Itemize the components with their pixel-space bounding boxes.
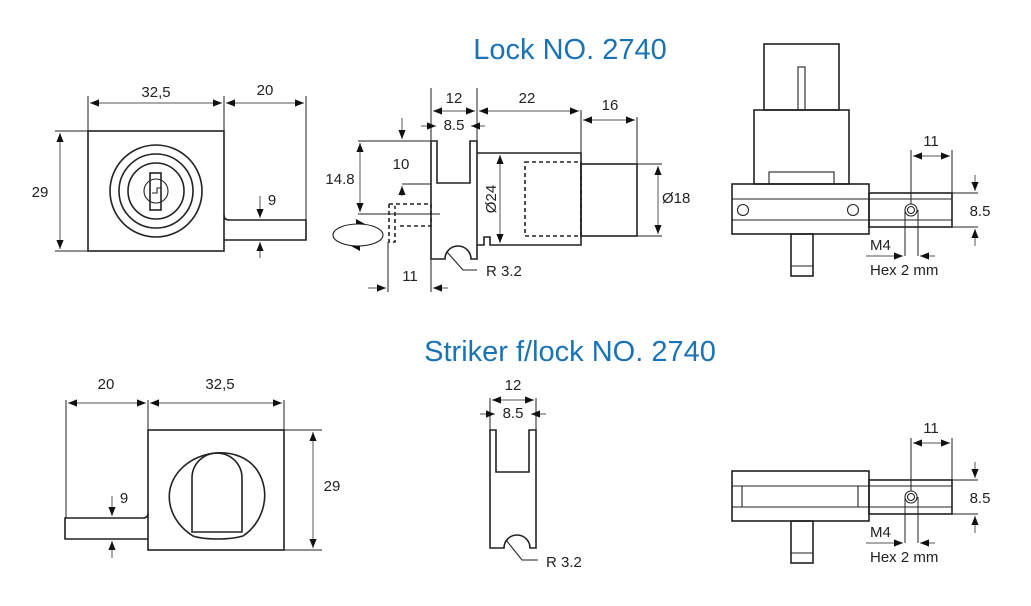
- striker-top-view: 11 8.5 M4 Hex 2 mm: [731, 420, 991, 566]
- radius-label: R 3.2: [486, 263, 522, 280]
- hidden-bolt: [388, 203, 432, 243]
- striker-height-label: 29: [324, 478, 341, 495]
- lock-front-view: 32,5 20 29 9: [32, 82, 307, 258]
- lock-top-view: 11 8.5 M4 Hex 2 mm: [731, 43, 991, 279]
- head-width-label: 12: [446, 90, 463, 107]
- rotation-arrows-icon: [332, 219, 384, 251]
- lock-title: Lock NO. 2740: [473, 34, 666, 66]
- striker-head-width-label: 12: [505, 377, 522, 394]
- body-length-label: 22: [519, 90, 536, 107]
- striker-thickness-label: 9: [120, 490, 128, 507]
- spindle: [790, 233, 814, 277]
- striker-rail-height-label: 8.5: [970, 490, 991, 507]
- screw-size-label: M4: [870, 237, 891, 254]
- striker-tongue: [64, 512, 149, 540]
- striker-hex-size-label: Hex 2 mm: [870, 549, 938, 566]
- bolt-head-outline: [430, 140, 478, 260]
- striker-hole-spacing-label: 11: [923, 420, 939, 437]
- striker-extension-label: 20: [98, 376, 115, 393]
- bolt-thickness-label: 9: [268, 192, 276, 209]
- cylinder-ring-middle: [118, 153, 194, 229]
- body-diameter-label: Ø24: [483, 185, 500, 213]
- bolt-height-label: 14.8: [325, 171, 354, 188]
- slot-depth-label: 10: [393, 156, 410, 173]
- striker-recess-outer: [168, 451, 266, 540]
- striker-spindle: [790, 520, 814, 564]
- cylinder-ring-outer: [109, 144, 203, 238]
- lock-width-label: 32,5: [141, 84, 170, 101]
- cylinder-side: [580, 163, 638, 237]
- cylinder-top: [763, 43, 840, 111]
- lock-height-label: 29: [32, 184, 49, 201]
- mount-plate: [731, 183, 870, 235]
- lock-side-view: 12 22 16 8.5 Ø24 Ø18 14.8 10 11 R 3.2: [325, 88, 690, 292]
- striker-side-view: 12 8.5 R 3.2: [480, 377, 582, 571]
- bolt-outline: [223, 214, 307, 241]
- key-slot: [797, 66, 806, 111]
- rail-height-label: 8.5: [970, 203, 991, 220]
- cylinder-length-label: 16: [602, 97, 619, 114]
- keyhole-icon: [143, 172, 169, 211]
- striker-slot-width-label: 8.5: [503, 405, 524, 422]
- bolt-extension-label: 20: [257, 82, 274, 99]
- striker-radius-label: R 3.2: [546, 554, 582, 571]
- striker-screw-size-label: M4: [870, 524, 891, 541]
- hole-spacing-label: 11: [923, 133, 939, 150]
- striker-body-outline: [147, 429, 285, 551]
- cylinder-ring-inner: [127, 162, 185, 220]
- lock-body-outline: [87, 130, 225, 252]
- striker-plate: [731, 470, 870, 522]
- cylinder-diameter-label: Ø18: [662, 190, 690, 207]
- striker-front-view: 20 32,5 29 9: [64, 376, 341, 558]
- hex-size-label: Hex 2 mm: [870, 262, 938, 279]
- hidden-cam: [524, 161, 582, 237]
- bolt-throw-label: 11: [402, 268, 418, 285]
- striker-side-outline: [489, 429, 537, 549]
- body-top: [753, 109, 850, 185]
- striker-recess-inner: [191, 452, 243, 533]
- striker-width-label: 32,5: [205, 376, 234, 393]
- striker-title: Striker f/lock NO. 2740: [424, 336, 716, 368]
- slot-width-label: 8.5: [444, 117, 465, 134]
